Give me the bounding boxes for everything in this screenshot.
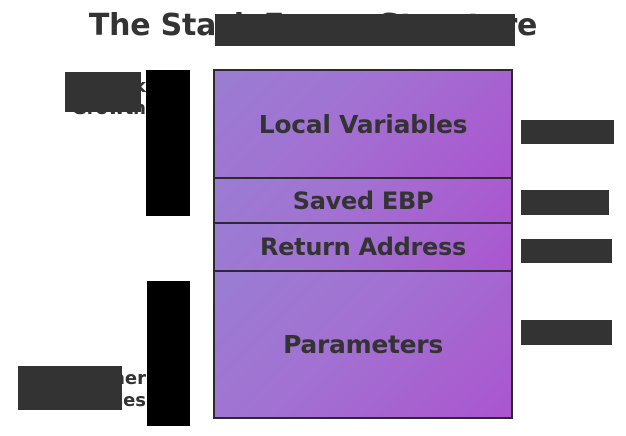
stack-slot-local-variables-label: Local Variables (258, 109, 468, 139)
stack-slot-parameters: Parameters (213, 270, 513, 419)
redaction-right-3 (521, 239, 612, 263)
stack-slot-saved-ebp: Saved EBP (213, 177, 513, 224)
stack-slot-saved-ebp-label: Saved EBP (292, 186, 434, 215)
stack-slot-local-variables: Local Variables (213, 69, 513, 179)
redaction-title (215, 14, 515, 46)
redaction-right-2 (521, 190, 609, 215)
stack-growth-arrow (146, 70, 190, 216)
stack-slot-parameters-label: Parameters (283, 330, 443, 359)
stack-slot-return-address-label: Return Address (259, 233, 466, 261)
redaction-right-4 (521, 320, 612, 345)
redaction-right-1 (521, 120, 614, 144)
stack-frame-diagram: Local Variables Saved EBP Return Address… (213, 69, 513, 419)
higher-addresses-arrow (147, 281, 190, 426)
redaction-left-top (65, 72, 141, 112)
redaction-left-bottom (18, 366, 122, 410)
stack-slot-return-address: Return Address (213, 222, 513, 272)
